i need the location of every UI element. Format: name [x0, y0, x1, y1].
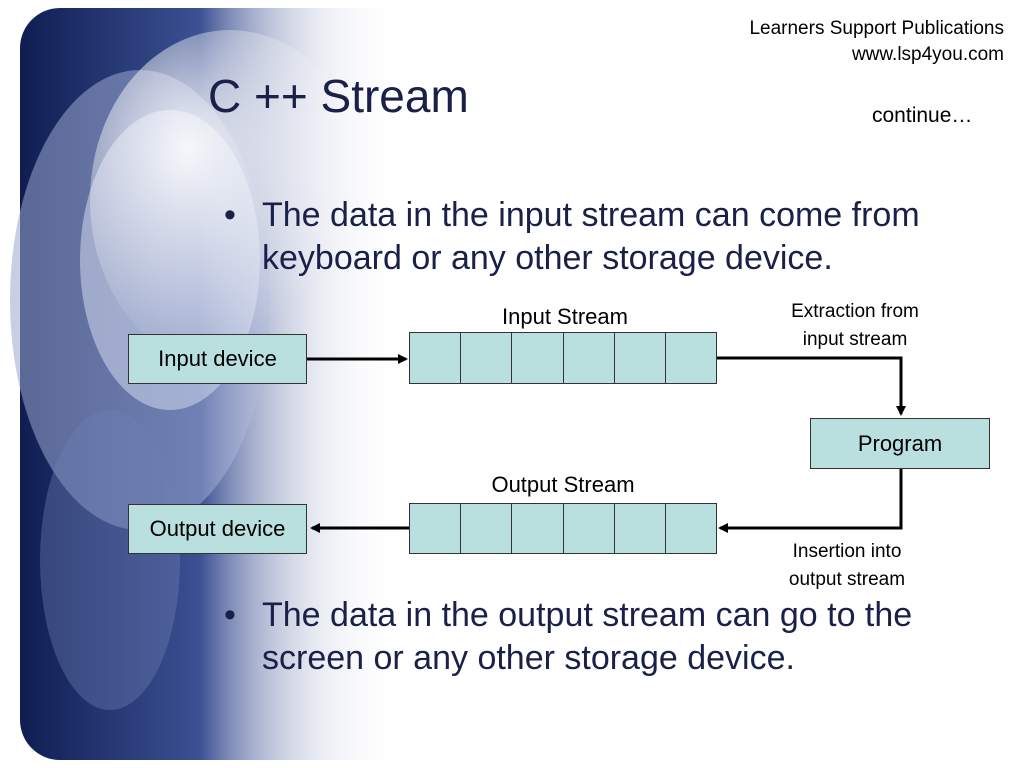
bullet-text: The data in the output stream can go to …: [262, 596, 913, 677]
input-stream-label: Input Stream: [502, 304, 628, 329]
stream-cell: [410, 504, 462, 553]
input-device-box: Input device: [128, 334, 307, 384]
extraction-label: Extraction from input stream: [791, 301, 919, 350]
output-stream-label: Output Stream: [491, 472, 635, 497]
insertion-label: Insertion into output stream: [788, 541, 906, 590]
arrow-stream-to-program: [717, 356, 906, 416]
stream-cell: [512, 333, 564, 383]
stream-cell: [666, 333, 716, 383]
arrow-program-to-output-stream: [718, 469, 903, 533]
continue-text: continue…: [872, 104, 973, 127]
bullet-text: The data in the input stream can come fr…: [262, 196, 920, 277]
publisher-header: Learners Support Publications www.lsp4yo…: [604, 16, 1004, 68]
program-box: Program: [810, 418, 990, 469]
stream-cell: [512, 504, 564, 553]
slide-title: C ++ Stream: [208, 70, 469, 122]
publisher-name: Learners Support Publications: [749, 18, 1004, 39]
input-device-label: Input device: [158, 346, 277, 371]
program-label: Program: [857, 430, 943, 456]
output-stream-buffer: [409, 503, 717, 554]
publisher-website: www.lsp4you.com: [851, 44, 1004, 65]
output-device-label: Output device: [149, 516, 286, 541]
output-device-box: Output device: [128, 504, 307, 554]
stream-cell: [461, 333, 513, 383]
stream-cell: [615, 333, 666, 383]
stream-cell: [564, 333, 615, 383]
input-stream-buffer: [409, 332, 717, 384]
stream-cell: [615, 504, 666, 553]
stream-cell: [461, 504, 513, 553]
stream-cell: [564, 504, 615, 553]
bullet-dot: •: [224, 596, 236, 634]
stream-cell: [410, 333, 462, 383]
stream-cell: [666, 504, 716, 553]
bullet-dot: •: [224, 196, 236, 234]
